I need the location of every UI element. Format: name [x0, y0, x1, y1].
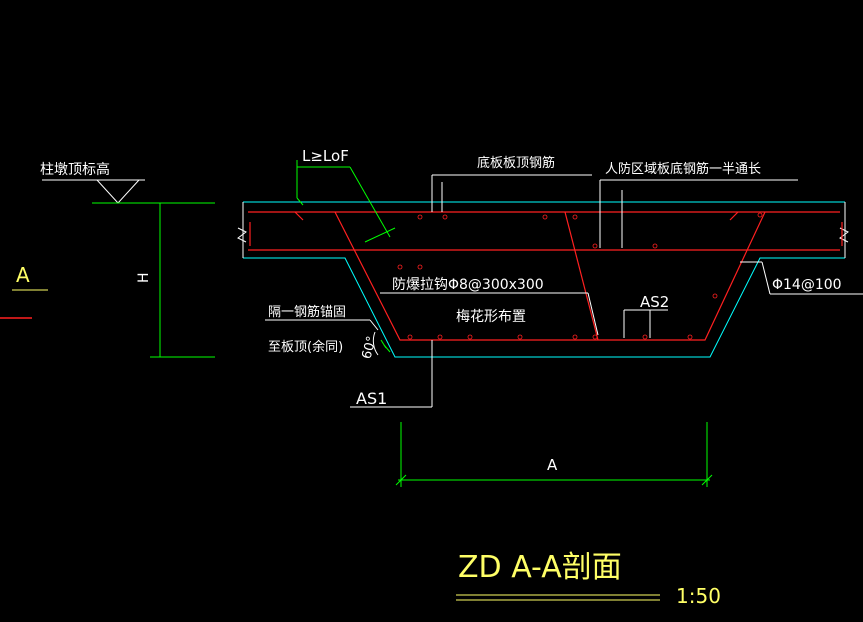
rebar-dots [397, 212, 763, 340]
drawing-scale: 1:50 [676, 584, 721, 608]
drawing-title: ZD A-A剖面 [458, 550, 622, 585]
to-slab-top-label: 至板顶(余同) [268, 339, 343, 355]
civil-defense-bar-label: 人防区域板底钢筋一半通长 [605, 161, 761, 177]
tie-bar-label: 防爆拉钩Φ8@300x300 [392, 277, 544, 293]
height-label: H [136, 272, 152, 283]
width-dimension [395, 422, 713, 487]
break-symbols [237, 202, 849, 258]
as2-label: AS2 [640, 293, 669, 311]
lap-dimension [296, 160, 396, 353]
alternate-anchor-label: 隔一钢筋锚固 [268, 304, 346, 320]
lap-length-label: L≥LoF [302, 147, 349, 165]
height-dimension [150, 203, 215, 358]
angle-label: 60° [360, 335, 380, 361]
elevation-symbol [42, 179, 145, 204]
bar-spec-label: Φ14@100 [772, 277, 842, 293]
rebars [248, 211, 843, 341]
slab-top-bar-label: 底板板顶钢筋 [477, 155, 555, 171]
concrete-outline [243, 201, 845, 358]
title-underlines [456, 594, 660, 601]
plum-layout-label: 梅花形布置 [456, 309, 526, 325]
as1-label: AS1 [356, 389, 387, 408]
leader-lines [265, 174, 863, 408]
column-pier-top-label: 柱墩顶标高 [40, 161, 110, 178]
width-dim-label: A [547, 456, 558, 474]
section-marker-label: A [16, 263, 30, 287]
